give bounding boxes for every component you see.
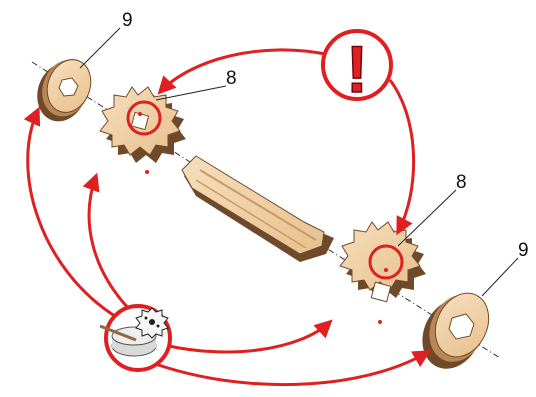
leader-line-gear-left bbox=[155, 85, 227, 101]
arrow-warning-to-gear-left bbox=[157, 48, 331, 95]
arrow-glue-to-gear-right bbox=[163, 319, 333, 354]
warning-symbol: ! bbox=[346, 32, 368, 106]
washer-right bbox=[422, 292, 490, 369]
arrow-glue-to-washer-left bbox=[23, 106, 119, 320]
label-gear-right: 8 bbox=[456, 172, 467, 193]
arrow-glue-to-gear-left bbox=[82, 172, 132, 312]
arrow-warning-to-gear-right bbox=[388, 79, 416, 236]
highlight-circle-gear-right bbox=[368, 244, 404, 280]
callouts bbox=[79, 27, 519, 297]
glue-dot bbox=[378, 320, 382, 324]
center-shaft bbox=[181, 155, 334, 262]
washer-left bbox=[37, 59, 92, 122]
leader-line-gear-right bbox=[397, 189, 457, 247]
arrows bbox=[23, 48, 432, 387]
label-gear-left: 8 bbox=[226, 68, 237, 89]
glue-dot bbox=[384, 268, 388, 272]
warning-exclamation-icon: ! bbox=[321, 29, 393, 107]
label-washer-right: 9 bbox=[518, 240, 529, 261]
label-washer-left: 9 bbox=[122, 10, 133, 31]
leader-line-washer-left bbox=[79, 27, 121, 69]
gear-left bbox=[99, 86, 186, 163]
glue-dot bbox=[138, 112, 142, 116]
arrow-glue-to-washer-right bbox=[149, 350, 432, 387]
gear-right bbox=[339, 221, 426, 303]
glue-pot-icon bbox=[99, 304, 172, 372]
glue-dot bbox=[145, 170, 149, 174]
highlight-circle-gear-left bbox=[126, 100, 162, 136]
leader-line-washer-right bbox=[481, 257, 519, 297]
